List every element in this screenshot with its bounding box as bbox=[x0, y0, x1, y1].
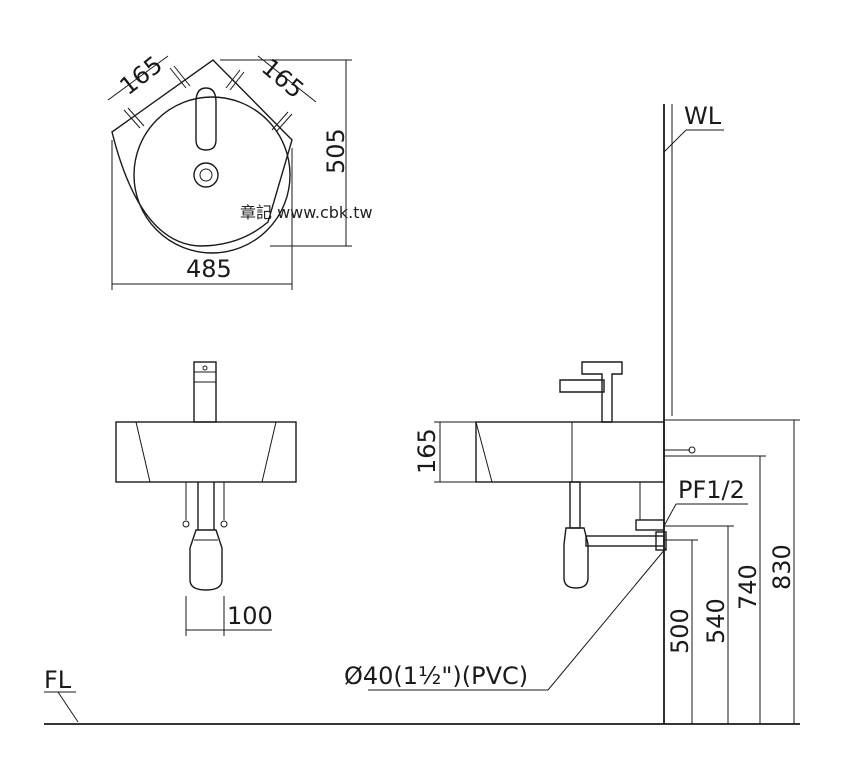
dim-left-diag-label: 165 bbox=[114, 50, 167, 100]
supply-label: PF1/2 bbox=[678, 476, 745, 504]
side-bottle-trap bbox=[563, 527, 589, 589]
drain-outer bbox=[193, 162, 219, 188]
dim-rim-height-label: 830 bbox=[768, 544, 796, 590]
watermark-text: 章記 www.cbk.tw bbox=[240, 203, 373, 222]
dim-trap-spacing-label: 100 bbox=[227, 602, 273, 630]
side-basin-box bbox=[475, 421, 665, 483]
bowl-circle bbox=[133, 96, 291, 254]
dim-basin-height-label: 165 bbox=[413, 428, 441, 474]
dim-line-right-diag bbox=[257, 55, 317, 103]
dim-line-left-diag bbox=[107, 55, 169, 101]
front-bottle-trap bbox=[189, 529, 223, 591]
faucet-top-icon bbox=[195, 87, 217, 151]
dim-drain-height-label: 500 bbox=[666, 608, 694, 654]
floor-label: FL bbox=[44, 666, 72, 694]
wall-label: WL bbox=[684, 102, 722, 130]
dim-supply-height-label: 540 bbox=[702, 598, 730, 644]
dim-width-label: 485 bbox=[186, 255, 232, 283]
drain-inner bbox=[199, 168, 213, 182]
side-faucet-icon bbox=[581, 361, 623, 423]
top-view: 165 165 505 485 章記 www.cbk.tw bbox=[107, 50, 373, 290]
basin-top-outline bbox=[111, 59, 293, 247]
front-view: 100 bbox=[115, 361, 297, 636]
dim-valve-height-label: 740 bbox=[734, 564, 762, 610]
side-view: WL FL 165 PF1/2 Ø40(1½")( bbox=[44, 102, 800, 725]
front-basin-box bbox=[115, 421, 297, 483]
front-faucet-icon bbox=[193, 361, 217, 423]
front-basin-bowl bbox=[135, 421, 277, 483]
mounting-screw-icons bbox=[123, 65, 293, 133]
drain-label: Ø40(1½")(PVC) bbox=[344, 662, 528, 690]
dim-depth-label: 505 bbox=[322, 128, 350, 174]
